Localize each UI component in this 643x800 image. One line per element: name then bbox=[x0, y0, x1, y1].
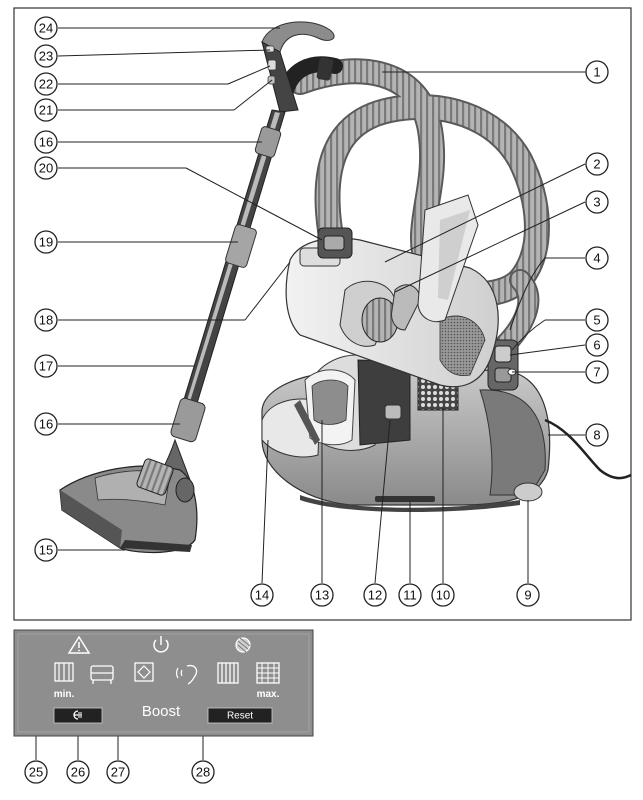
callout-21: 21 bbox=[34, 98, 58, 122]
reset-button[interactable]: Reset bbox=[207, 707, 273, 724]
callout-5: 5 bbox=[585, 308, 609, 332]
callout-7: 7 bbox=[585, 360, 609, 384]
boost-label: Boost bbox=[142, 703, 181, 720]
min-label: min. bbox=[54, 689, 75, 700]
carpet-max-icon bbox=[256, 662, 280, 684]
callout-9: 9 bbox=[516, 583, 540, 607]
power-cord bbox=[544, 418, 632, 480]
dust-bag-icon bbox=[235, 637, 251, 653]
callout-13: 13 bbox=[310, 583, 334, 607]
callout-28: 28 bbox=[191, 760, 215, 784]
callout-22: 22 bbox=[34, 72, 58, 96]
svg-text:17: 17 bbox=[39, 359, 53, 374]
svg-text:5: 5 bbox=[593, 313, 600, 328]
lid bbox=[285, 194, 499, 388]
callout-20: 20 bbox=[34, 156, 58, 180]
callout-25: 25 bbox=[24, 760, 48, 784]
callout-17: 17 bbox=[34, 354, 58, 378]
canister-body bbox=[261, 339, 551, 513]
max-label: max. bbox=[257, 689, 280, 700]
callout-3: 3 bbox=[585, 190, 609, 214]
callout-27: 27 bbox=[106, 760, 130, 784]
handle bbox=[261, 21, 335, 113]
svg-text:25: 25 bbox=[29, 765, 43, 780]
svg-text:16: 16 bbox=[39, 417, 53, 432]
svg-text:15: 15 bbox=[39, 543, 53, 558]
svg-text:6: 6 bbox=[593, 338, 600, 353]
callout-23: 23 bbox=[34, 44, 58, 68]
svg-text:27: 27 bbox=[111, 765, 125, 780]
svg-text:2: 2 bbox=[593, 157, 600, 172]
carpet-icon bbox=[217, 662, 239, 684]
svg-text:9: 9 bbox=[524, 588, 531, 603]
control-panel: min. max. Boost bbox=[13, 629, 314, 737]
warning-icon bbox=[67, 635, 91, 654]
svg-text:12: 12 bbox=[368, 588, 382, 603]
svg-text:18: 18 bbox=[39, 313, 53, 328]
callout-16-upper: 16 bbox=[34, 130, 58, 154]
reset-label: Reset bbox=[227, 711, 253, 722]
callout-2: 2 bbox=[585, 152, 609, 176]
upholstery-icon bbox=[90, 665, 114, 684]
callout-26: 26 bbox=[66, 760, 90, 784]
curtain-min-icon bbox=[54, 662, 74, 682]
svg-text:23: 23 bbox=[39, 49, 53, 64]
callout-19: 19 bbox=[34, 230, 58, 254]
callout-24: 24 bbox=[34, 16, 58, 40]
callout-6: 6 bbox=[585, 333, 609, 357]
svg-text:11: 11 bbox=[403, 588, 417, 603]
svg-text:24: 24 bbox=[39, 21, 53, 36]
callout-4: 4 bbox=[585, 246, 609, 270]
callout-12: 12 bbox=[363, 583, 387, 607]
svg-text:16: 16 bbox=[39, 135, 53, 150]
silent-icon bbox=[175, 664, 198, 685]
telescopic-tube bbox=[170, 109, 286, 443]
svg-text:14: 14 bbox=[255, 588, 269, 603]
svg-text:22: 22 bbox=[39, 77, 53, 92]
svg-text:21: 21 bbox=[39, 103, 53, 118]
plug-icon bbox=[73, 710, 82, 720]
floorhead bbox=[59, 438, 198, 554]
svg-text:26: 26 bbox=[71, 765, 85, 780]
power-icon bbox=[153, 636, 169, 653]
callout-10: 10 bbox=[431, 583, 455, 607]
plug-button[interactable] bbox=[53, 707, 103, 724]
svg-text:1: 1 bbox=[593, 65, 600, 80]
callout-11: 11 bbox=[398, 583, 422, 607]
callout-18: 18 bbox=[34, 308, 58, 332]
svg-text:13: 13 bbox=[315, 588, 329, 603]
svg-text:20: 20 bbox=[39, 161, 53, 176]
svg-text:4: 4 bbox=[593, 251, 600, 266]
callout-15: 15 bbox=[34, 538, 58, 562]
callout-8: 8 bbox=[585, 423, 609, 447]
svg-text:3: 3 bbox=[593, 195, 600, 210]
callout-16-lower: 16 bbox=[34, 412, 58, 436]
floor-icon bbox=[134, 662, 154, 682]
svg-text:28: 28 bbox=[196, 765, 210, 780]
svg-text:8: 8 bbox=[593, 428, 600, 443]
leader-lines bbox=[35, 27, 606, 760]
svg-text:10: 10 bbox=[436, 588, 450, 603]
callout-1: 1 bbox=[585, 60, 609, 84]
svg-text:19: 19 bbox=[39, 235, 53, 250]
callout-14: 14 bbox=[250, 583, 274, 607]
svg-text:7: 7 bbox=[593, 365, 600, 380]
